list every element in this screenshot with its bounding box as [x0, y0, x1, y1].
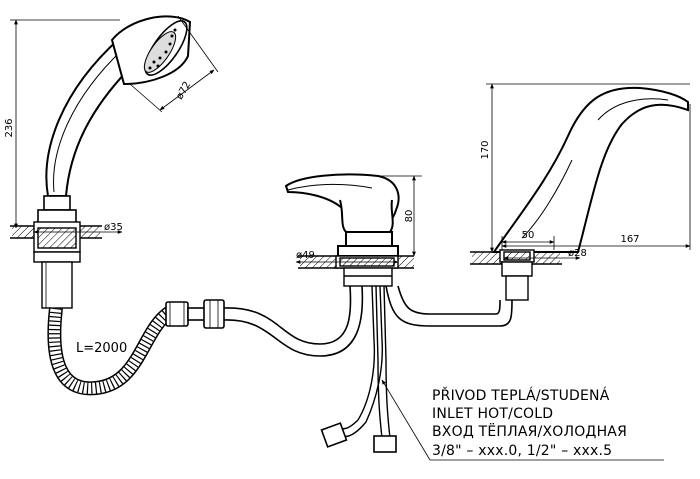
- supply-nut-right: [373, 435, 397, 453]
- dim-head-diameter: ø72: [174, 80, 193, 102]
- mixer-base: [298, 255, 414, 287]
- shower-base: [10, 221, 102, 309]
- note-line-4: 3/8" – xxx.0, 1/2" – xxx.5: [432, 443, 612, 459]
- inlet-note: PŘIVOD TEPLÁ/STUDENÁ INLET HOT/COLD ВХОД…: [432, 387, 627, 459]
- hose-connector: [165, 299, 225, 329]
- spout-pipe: [385, 285, 513, 327]
- dim-spout-base-offset: 50: [522, 230, 535, 241]
- spiral-hose: [47, 306, 175, 396]
- spout-base: [470, 249, 562, 301]
- dim-mixer-height: 80: [404, 210, 415, 223]
- dimension-lines: [10, 15, 691, 461]
- dim-spout-reach: 167: [620, 234, 639, 245]
- note-line-1: PŘIVOD TEPLÁ/STUDENÁ: [432, 387, 610, 404]
- nozzle-dots: [148, 28, 177, 70]
- hose-length-label: L=2000: [76, 341, 127, 356]
- hand-shower: [37, 15, 192, 225]
- dim-shower-base-diameter: ø35: [104, 222, 123, 233]
- dim-spout-height: 170: [480, 140, 491, 159]
- note-line-2: INLET HOT/COLD: [432, 406, 553, 422]
- dim-spout-base-diameter: ø28: [568, 248, 587, 259]
- dim-mixer-base-diameter: ø49: [296, 250, 315, 261]
- mixer-body: [284, 173, 400, 257]
- note-line-3: ВХОД ТЁПЛАЯ/ХОЛОДНАЯ: [432, 422, 627, 440]
- dim-hand-shower-height: 236: [4, 118, 15, 137]
- supply-lines: [339, 285, 391, 439]
- supply-nut-left: [320, 422, 348, 448]
- spout: [492, 86, 689, 253]
- connecting-pipe: [223, 285, 364, 357]
